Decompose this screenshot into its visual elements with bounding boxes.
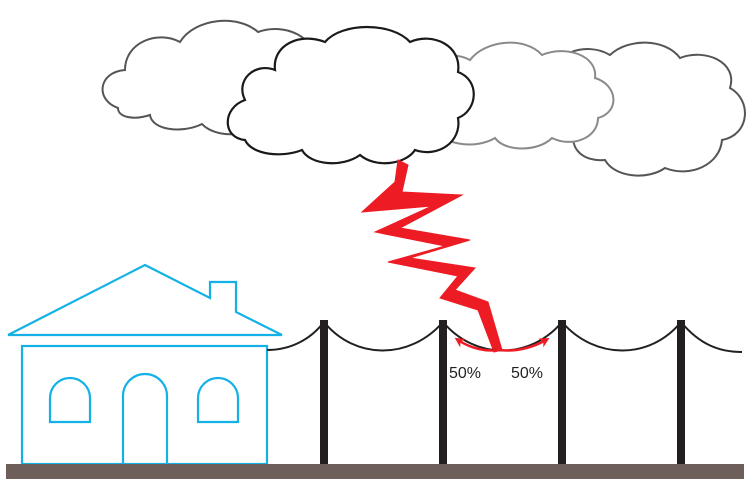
power-line-segment-0 (266, 321, 325, 351)
power-line-segment-3 (561, 321, 682, 352)
utility-pole (439, 320, 447, 466)
house-window-left (48, 376, 92, 424)
power-line-segment-4 (680, 321, 743, 353)
utility-pole (558, 320, 566, 466)
cloud-front (226, 26, 475, 165)
utility-pole (320, 320, 328, 466)
house-roof (7, 263, 283, 337)
utility-pole (677, 320, 685, 466)
split-label-left: 50% (449, 365, 481, 382)
current-split-arrows (454, 337, 550, 352)
power-line-segment-2 (442, 321, 563, 352)
ground (6, 464, 744, 479)
house-window-right (196, 376, 240, 424)
lightning-bolt (360, 159, 503, 353)
split-label-right: 50% (511, 365, 543, 382)
power-line-segment-1 (323, 321, 444, 352)
utility-poles (320, 320, 685, 466)
house-door (121, 372, 169, 464)
split-arrow-left (454, 337, 501, 352)
power-lines (266, 321, 743, 353)
house (7, 263, 283, 466)
split-arrow-right (499, 338, 550, 352)
house-wall (20, 344, 269, 466)
